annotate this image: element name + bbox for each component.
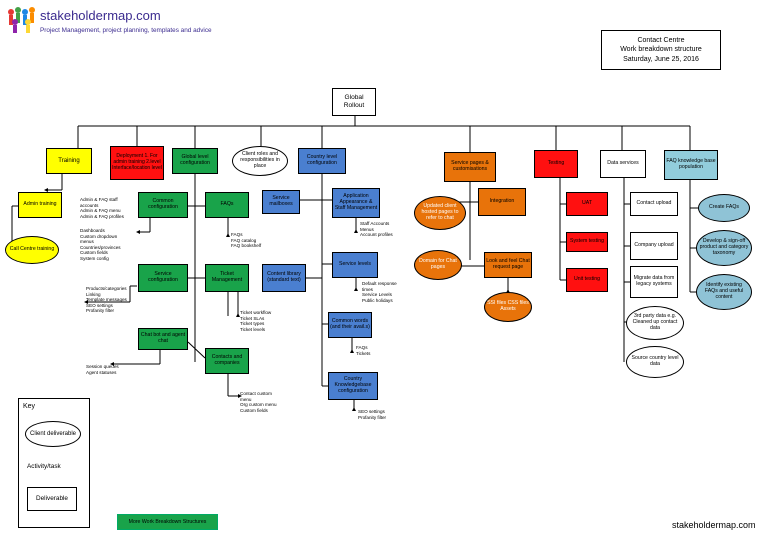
node-identify-faqs: Identify existing FAQs and useful conten…	[696, 274, 752, 310]
node-service-mailboxes: Service mailboxes	[262, 190, 300, 214]
node-country-config: Country level configuration	[298, 148, 346, 174]
node-ticket-mgmt: Ticket Management	[205, 264, 249, 292]
node-develop-taxonomy: Develop & sign-off product and category …	[696, 230, 752, 266]
node-faq-kb: FAQ knowledge base population	[664, 150, 718, 180]
node-client-roles: Client roles and responsibilities in pla…	[232, 146, 288, 176]
title-line-2: Work breakdown structure	[620, 46, 702, 54]
list-ticket: Ticket workflow Ticket SLAs Ticket types…	[240, 310, 272, 332]
node-uat: UAT	[566, 192, 608, 216]
more-wbs-button[interactable]: More Work Breakdown Structures	[117, 514, 218, 530]
node-common-config: Common configuration	[138, 192, 188, 218]
list-service-levels: Default response times Service Levels Pu…	[362, 281, 397, 303]
list-chatbot: Session queues Agent statuses	[86, 364, 119, 375]
node-faqs: FAQs	[205, 192, 249, 218]
node-contact-upload: Contact upload	[630, 192, 678, 216]
node-training: Training	[46, 148, 92, 174]
list-service-config: Products/categories Linking Template mes…	[86, 286, 127, 313]
node-company-upload: Company upload	[630, 232, 678, 260]
node-integration: Integration	[478, 188, 526, 216]
node-create-faqs: Create FAQs	[698, 194, 750, 222]
node-ssi-files: SSI files CSS files Assets	[484, 292, 532, 322]
title-line-3: Saturday, June 25, 2016	[623, 55, 699, 63]
node-domain-chat: Domain for Chat pages	[414, 250, 462, 280]
list-faqs: FAQs FAQ catalog FAQ bookshelf	[231, 232, 262, 248]
node-service-config: Service configuration	[138, 264, 188, 292]
legend-activity: Activity/task	[27, 463, 61, 470]
node-common-words: Common words (and their avail.s)	[328, 312, 372, 338]
title-line-1: Contact Centre	[637, 37, 685, 45]
legend-key: Key Client deliverable Activity/task Del…	[18, 398, 90, 528]
node-migrate-data: Migrate data from legacy systems	[630, 266, 678, 298]
legend-client-deliverable: Client deliverable	[25, 421, 81, 447]
list-contacts: Contact custom menu Org custom menu Cust…	[240, 391, 277, 413]
node-service-levels: Service levels	[332, 252, 378, 278]
node-deployment: Deployment 1. For admin training 2.level…	[110, 146, 164, 180]
diagram-title-box: Contact Centre Work breakdown structure …	[601, 30, 721, 70]
node-app-appearance: Application Appearance & Staff Managemen…	[332, 188, 380, 218]
node-admin-training: Admin training	[18, 192, 62, 218]
node-unit-testing: Unit testing	[566, 268, 608, 292]
node-content-library: Content library (standard text)	[262, 264, 306, 292]
node-updated-client-pages: Updated client hosted pages to refer to …	[414, 196, 466, 230]
node-service-pages: Service pages & customisations	[444, 152, 496, 182]
legend-title: Key	[23, 403, 36, 410]
node-chatbot: Chat bot and agent chat	[138, 328, 188, 350]
list-common-words: FAQs Tickets	[356, 345, 371, 356]
node-testing: Testing	[534, 150, 578, 178]
brand-title[interactable]: stakeholdermap.com	[40, 8, 161, 23]
node-source-country-data: Source country level data	[626, 346, 684, 378]
node-third-party-data: 3rd party data e.g. Cleaned up contact d…	[626, 306, 684, 340]
list-common-config-a: Admin & FAQ staff accounts Admin & FAQ m…	[80, 197, 124, 219]
legend-deliverable: Deliverable	[27, 487, 77, 511]
list-country-kb: SEO settings Profanity filter	[358, 409, 387, 420]
list-common-config-b: Dashboards Custom dropdown menus Countri…	[80, 228, 121, 261]
list-app-appearance: Staff Accounts Menus Account profiles	[360, 221, 393, 237]
node-callcentre-training: Call Centre training	[5, 236, 59, 264]
node-system-testing: System testing	[566, 232, 608, 252]
node-data-services: Data services	[600, 150, 646, 178]
brand-tagline: Project Management, project planning, te…	[40, 27, 212, 34]
node-global-config: Global level configuration	[172, 148, 218, 174]
node-contacts: Contacts and companies	[205, 348, 249, 374]
node-look-feel: Look and feel Chat request page	[484, 252, 532, 278]
footer-brand[interactable]: stakeholdermap.com	[672, 520, 756, 530]
logo-icon	[6, 6, 38, 34]
root-global-rollout: Global Rollout	[332, 88, 376, 116]
node-country-kb: Country Knowledgebase configuration	[328, 372, 378, 400]
